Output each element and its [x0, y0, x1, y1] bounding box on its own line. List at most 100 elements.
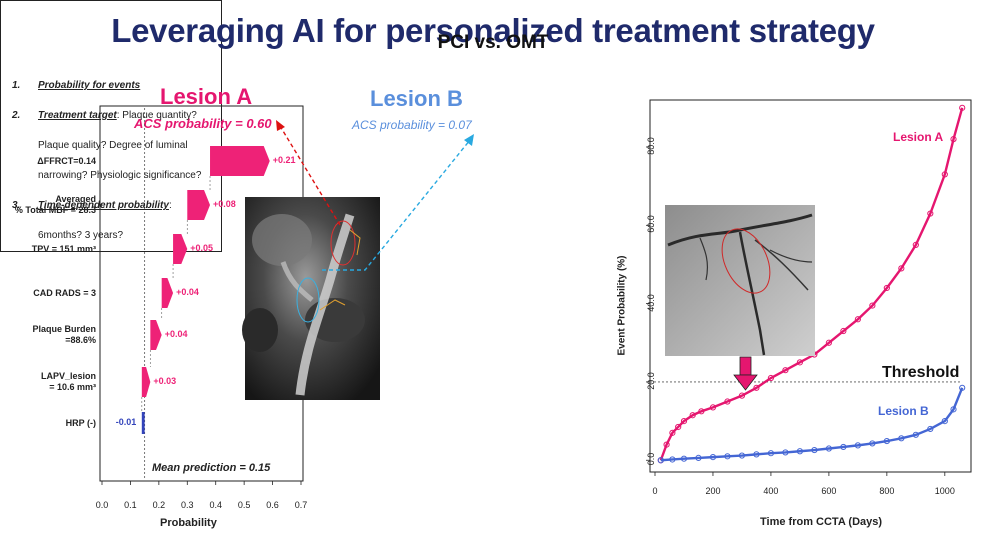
waterfall-feature-label-5: LAPV_lesion= 10.6 mm³ [41, 371, 96, 393]
slide-title: Leveraging AI for personalized treatment… [111, 12, 875, 49]
km-point-0-21 [912, 241, 919, 248]
km-series-line-1 [660, 387, 964, 462]
km-point-1-21 [950, 406, 957, 413]
km-point-1-16 [883, 437, 890, 445]
waterfall-x-tick-label: 0.7 [294, 500, 308, 510]
km-y-tick-label: 0.0 [646, 453, 656, 466]
waterfall-contribution-3: +0.04 [176, 287, 199, 297]
km-x-tick-label: 600 [821, 486, 837, 496]
waterfall-feature-label-line: = 10.6 mm³ [49, 382, 96, 392]
km-point-0-1 [663, 441, 670, 448]
km-y-tick-label: 80.0 [646, 137, 656, 155]
waterfall-contribution-0: +0.21 [272, 155, 296, 165]
km-point-0-18 [869, 302, 876, 309]
waterfall-feature-label-2: TPV = 151 mm³ [32, 244, 96, 255]
pci-item-3-line-2: 6months? 3 years? [38, 230, 124, 241]
km-y-axis-label: Event Probability (%) [616, 255, 628, 356]
waterfall-x-tick-label: 0.0 [95, 500, 109, 510]
waterfall-x-tick-label: 0.3 [181, 500, 194, 510]
waterfall-feature-label-line: Plaque Burden [32, 324, 96, 334]
km-x-tick-label: 0 [652, 486, 658, 496]
km-point-1-19 [927, 425, 934, 433]
waterfall-bar-5 [141, 367, 151, 397]
km-x-tick-label: 400 [763, 486, 779, 496]
km-point-0-2 [669, 429, 676, 436]
km-point-0-15 [825, 339, 832, 346]
km-point-1-15 [869, 440, 876, 447]
pci-item-2-line-2: Plaque quality? Degree of luminal [38, 140, 188, 151]
lesion-a-arrow [279, 125, 341, 226]
km-point-0-6 [698, 408, 705, 415]
km-series-line-0 [659, 107, 964, 461]
km-point-1-3 [695, 454, 702, 462]
waterfall-x-tick-label: 0.5 [237, 500, 251, 510]
km-point-0-13 [796, 359, 804, 366]
km-point-0-12 [782, 367, 789, 374]
waterfall-x-axis-label: Probability [160, 517, 217, 529]
km-point-0-3 [675, 423, 682, 431]
km-point-0-20 [898, 265, 905, 272]
waterfall-contribution-6: -0.01 [115, 417, 137, 427]
waterfall-feature-label-line: ΔFFRCT=0.14 [37, 155, 96, 166]
waterfall-feature-label-line: % Total MBF = 28.3 [14, 205, 96, 215]
lesion-a-acs-probability: ACS probability = 0.60 [134, 116, 272, 131]
km-plot-frame [649, 99, 972, 473]
waterfall-bar-4 [150, 320, 162, 350]
waterfall-feature-label-line: TPV = 151 mm³ [31, 243, 96, 254]
km-point-1-8 [767, 450, 775, 457]
km-point-0-22 [927, 210, 934, 217]
km-point-0-24 [950, 136, 957, 143]
km-x-tick-label: 200 [705, 486, 721, 496]
km-point-1-7 [753, 451, 760, 458]
pci-vs-omt-box: PCI vs. OMT 1.Probability for events 2.T… [0, 0, 548, 252]
km-point-1-14 [854, 442, 861, 449]
lesion-b-acs-probability: ACS probability = 0.07 [352, 118, 472, 132]
km-point-0-17 [854, 316, 861, 323]
km-point-1-9 [782, 449, 789, 456]
km-point-1-2 [680, 455, 688, 462]
waterfall-feature-label-6: HRP (-) [66, 418, 96, 429]
waterfall-contribution-5: +0.03 [153, 376, 177, 386]
km-point-1-5 [724, 453, 731, 460]
lesion-a-arrowhead [276, 120, 285, 131]
waterfall-feature-label-0: ΔFFRCT=0.14 [37, 156, 96, 167]
km-point-1-17 [898, 435, 905, 442]
km-point-0-4 [680, 417, 688, 425]
km-point-1-11 [811, 446, 818, 454]
pci-item-3: 3.Time-dependent probability: [12, 200, 172, 211]
km-point-1-1 [669, 456, 676, 463]
waterfall-feature-label-line: =88.6% [65, 335, 96, 345]
km-point-1-4 [709, 454, 717, 461]
waterfall-feature-label-line: CAD RADS = 3 [33, 287, 96, 298]
waterfall-bar-0 [210, 146, 270, 176]
km-point-0-23 [941, 171, 948, 178]
waterfall-feature-label-line: LAPV_lesion [40, 371, 96, 381]
km-point-0-8 [724, 398, 731, 405]
km-x-tick-label: 1000 [934, 486, 955, 496]
km-y-tick-label: 20.0 [646, 372, 656, 390]
km-point-1-12 [825, 445, 832, 452]
waterfall-feature-label-3: CAD RADS = 3 [33, 288, 96, 299]
lesion-b-arrowhead [464, 134, 474, 146]
km-point-0-16 [840, 327, 847, 335]
waterfall-feature-label-line: HRP (-) [65, 417, 96, 428]
waterfall-x-tick-label: 0.1 [124, 500, 137, 510]
waterfall-bar-3 [161, 278, 174, 308]
waterfall-contribution-4: +0.04 [164, 329, 188, 339]
km-point-0-11 [767, 374, 775, 382]
waterfall-feature-label-line: Averaged [55, 194, 96, 204]
km-y-tick-label: 40.0 [646, 293, 656, 312]
km-series-lesion-b-label: Lesion B [878, 404, 929, 418]
km-point-1-0 [657, 457, 664, 464]
waterfall-bar-1 [187, 190, 211, 220]
km-series-lesion-a-label: Lesion A [893, 130, 944, 144]
pci-item-1: 1.Probability for events [12, 80, 141, 91]
km-point-0-5 [689, 412, 696, 419]
pci-item-2-line-3: narrowing? Physiologic significance? [38, 170, 202, 181]
waterfall-x-tick-label: 0.4 [209, 500, 222, 510]
pci-box-title: PCI vs. OMT [437, 32, 549, 53]
km-point-1-22 [959, 384, 966, 391]
